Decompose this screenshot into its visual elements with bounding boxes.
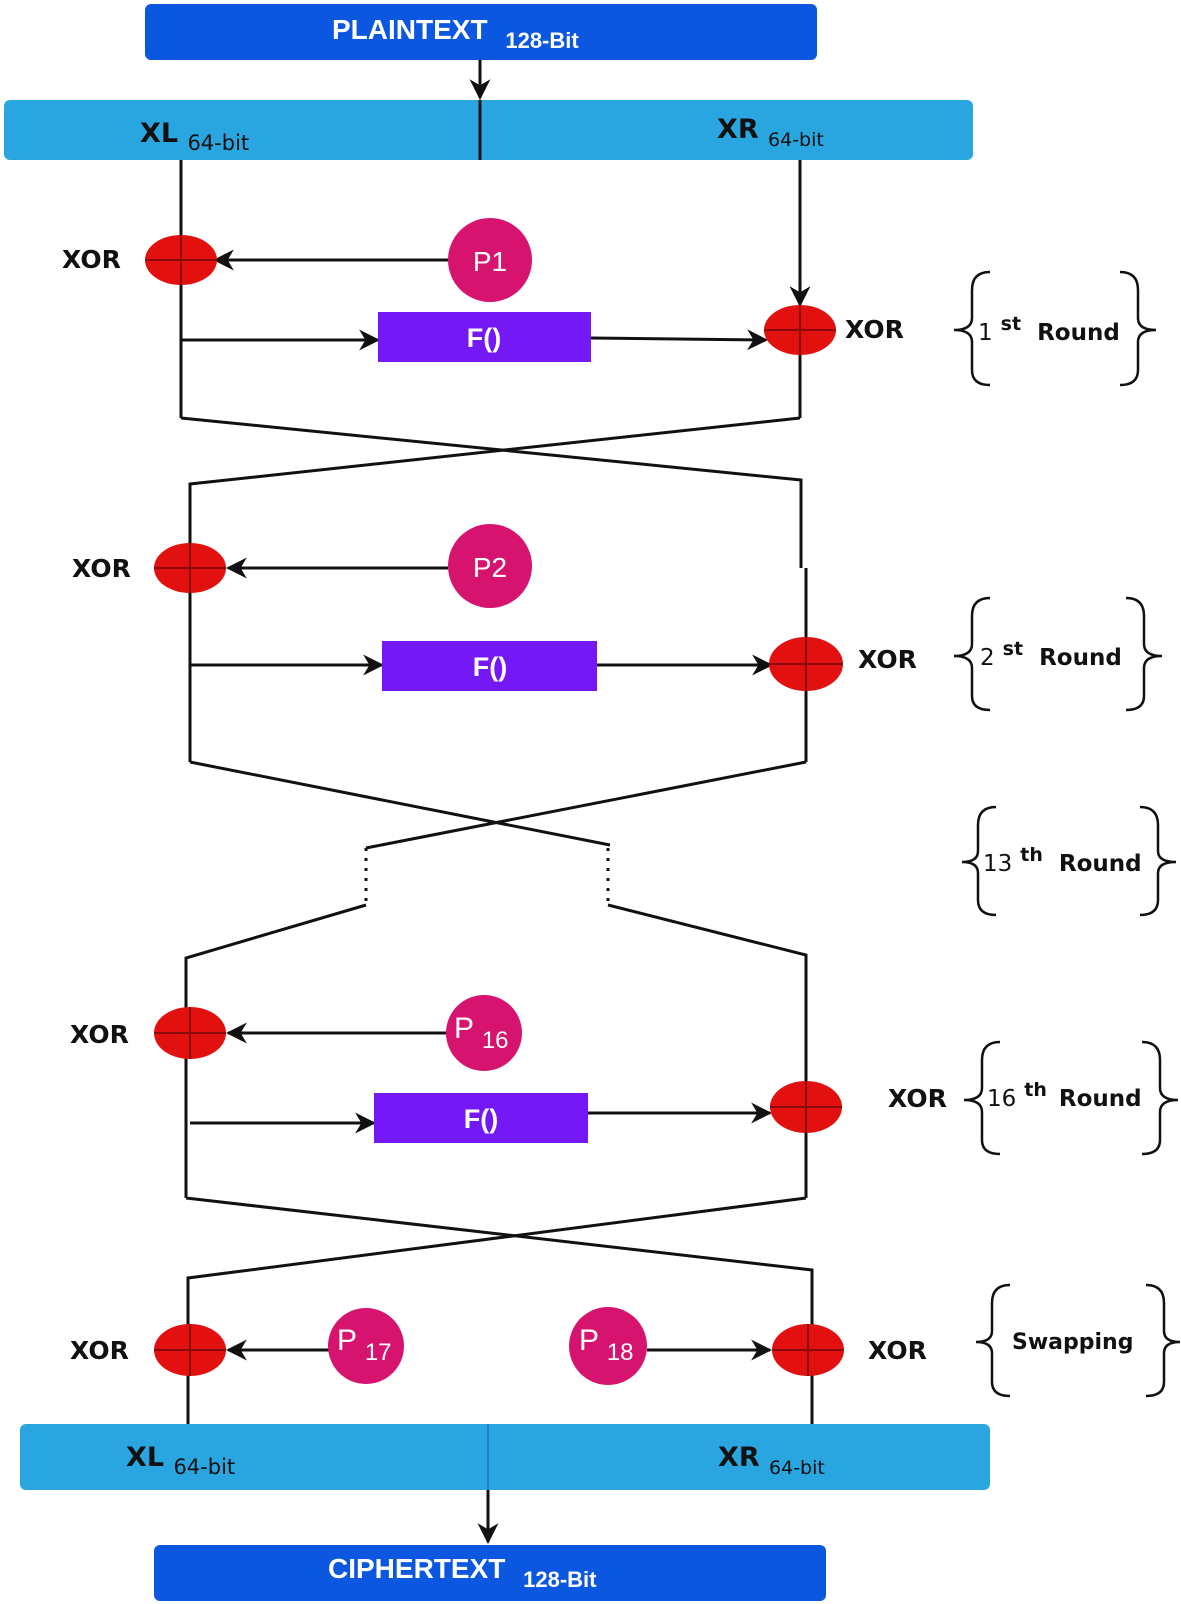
subkey-p16-main: P bbox=[454, 1012, 473, 1045]
subkey-p2: P2 bbox=[448, 524, 532, 608]
xor-node-r2-left bbox=[154, 543, 226, 593]
xor-node-swap-left bbox=[154, 1324, 226, 1376]
swapping-label: Swapping bbox=[1012, 1330, 1133, 1355]
plaintext-label: PLAINTEXT bbox=[332, 14, 488, 45]
top-xr-size: 64-bit bbox=[768, 129, 824, 151]
subkey-p17-main: P bbox=[337, 1324, 356, 1357]
svg-text:P2: P2 bbox=[473, 552, 507, 583]
subkey-p18: P 18 bbox=[569, 1307, 647, 1385]
bottom-split-rect bbox=[20, 1424, 990, 1490]
xor-label-swap-right: XOR bbox=[868, 1336, 927, 1365]
xor-label-swap-left: XOR bbox=[70, 1336, 129, 1365]
xor-label-r16-left: XOR bbox=[70, 1020, 129, 1049]
bottom-xl-size: 64-bit bbox=[173, 1455, 235, 1479]
subkey-p1: P1 bbox=[448, 218, 532, 302]
xor-node-r2-right bbox=[769, 637, 843, 691]
subkey-p17: P 17 bbox=[328, 1308, 404, 1384]
top-split-box: XL 64-bit XR 64-bit bbox=[4, 100, 973, 160]
bottom-xl-label: XL bbox=[126, 1442, 164, 1473]
svg-text:16 th Round: 16 th Round bbox=[987, 1076, 1142, 1112]
svg-text:P 17: P 17 bbox=[337, 1324, 392, 1366]
svg-text:P 16: P 16 bbox=[454, 1012, 509, 1054]
f-function-2-label: F() bbox=[473, 652, 507, 682]
f-function-1-label: F() bbox=[467, 323, 501, 353]
bottom-xr-size: 64-bit bbox=[769, 1457, 825, 1479]
ciphertext-size: 128-Bit bbox=[523, 1567, 597, 1592]
xor-node-r1-right bbox=[764, 305, 836, 355]
xor-label-r2-left: XOR bbox=[72, 554, 131, 583]
round-16-annotation: 16 th Round bbox=[963, 1040, 1179, 1156]
svg-text:1 st Round: 1 st Round bbox=[978, 310, 1120, 346]
plaintext-size: 128-Bit bbox=[505, 28, 579, 53]
round-13-num: 13 bbox=[983, 851, 1012, 877]
subkey-p18-sub: 18 bbox=[607, 1339, 634, 1366]
svg-text:P 18: P 18 bbox=[579, 1324, 634, 1366]
svg-text:XR 64-bit: XR 64-bit bbox=[717, 114, 824, 151]
plaintext-box: PLAINTEXT 128-Bit bbox=[145, 4, 817, 60]
xor-label-r1-left: XOR bbox=[62, 245, 121, 274]
subkey-p2-main: P2 bbox=[473, 552, 507, 583]
svg-text:XR 64-bit: XR 64-bit bbox=[718, 1442, 825, 1479]
round-1-sup: st bbox=[1001, 313, 1021, 335]
f-function-1: F() bbox=[378, 312, 591, 362]
xor-label-r1-right: XOR bbox=[845, 315, 904, 344]
top-xl-label: XL bbox=[140, 118, 178, 149]
svg-text:2 st Round: 2 st Round bbox=[980, 635, 1122, 671]
round-16-sup: th bbox=[1024, 1079, 1047, 1101]
top-xr-label: XR bbox=[717, 114, 759, 145]
subkey-p17-sub: 17 bbox=[365, 1339, 392, 1366]
round-13-annotation: 13 th Round bbox=[961, 805, 1177, 917]
xor-node-r16-left bbox=[154, 1007, 226, 1059]
round-2-sup: st bbox=[1003, 638, 1023, 660]
f-function-16: F() bbox=[374, 1093, 588, 1143]
subkey-p16-sub: 16 bbox=[482, 1027, 509, 1054]
xor-node-swap-right bbox=[772, 1324, 844, 1376]
subkey-p16: P 16 bbox=[446, 995, 522, 1071]
round-2-word: Round bbox=[1039, 645, 1122, 671]
round-1-annotation: 1 st Round bbox=[953, 270, 1157, 387]
xor-label-r2-right: XOR bbox=[858, 645, 917, 674]
ciphertext-box: CIPHERTEXT 128-Bit bbox=[154, 1545, 826, 1601]
bottom-xr-label: XR bbox=[718, 1442, 760, 1473]
xor-node-r1-left bbox=[145, 235, 217, 285]
xor-labels: XOR XOR XOR XOR XOR XOR XOR XOR bbox=[62, 245, 947, 1365]
round-1-num: 1 bbox=[978, 320, 993, 346]
svg-text:13 th Round: 13 th Round bbox=[983, 841, 1142, 877]
f-function-2: F() bbox=[382, 641, 597, 691]
ciphertext-rect bbox=[154, 1545, 826, 1601]
round-2-num: 2 bbox=[980, 645, 995, 671]
plaintext-rect bbox=[145, 4, 817, 60]
svg-text:P1: P1 bbox=[473, 246, 507, 277]
round-1-word: Round bbox=[1037, 320, 1120, 346]
svg-text:XL 64-bit: XL 64-bit bbox=[140, 118, 249, 155]
round-13-word: Round bbox=[1059, 851, 1142, 877]
xor-label-r16-right: XOR bbox=[888, 1084, 947, 1113]
round-13-sup: th bbox=[1020, 844, 1043, 866]
svg-text:XL 64-bit: XL 64-bit bbox=[126, 1442, 235, 1479]
round-2-annotation: 2 st Round bbox=[953, 596, 1163, 712]
subkey-p1-main: P1 bbox=[473, 246, 507, 277]
top-split-rect bbox=[4, 100, 973, 160]
svg-text:CIPHERTEXT 128-Bit: CIPHERTEXT 128-Bit bbox=[328, 1553, 597, 1592]
round-16-word: Round bbox=[1059, 1086, 1142, 1112]
xor-node-r16-right bbox=[770, 1081, 842, 1133]
svg-text:PLAINTEXT 128-Bit: PLAINTEXT 128-Bit bbox=[332, 14, 579, 53]
swapping-annotation: Swapping bbox=[975, 1283, 1181, 1398]
ciphertext-label: CIPHERTEXT bbox=[328, 1553, 505, 1584]
top-xl-size: 64-bit bbox=[187, 131, 249, 155]
round-16-num: 16 bbox=[987, 1086, 1016, 1112]
bottom-split-box: XL 64-bit XR 64-bit bbox=[20, 1424, 990, 1490]
f-function-16-label: F() bbox=[464, 1104, 498, 1134]
subkey-p18-main: P bbox=[579, 1324, 598, 1357]
